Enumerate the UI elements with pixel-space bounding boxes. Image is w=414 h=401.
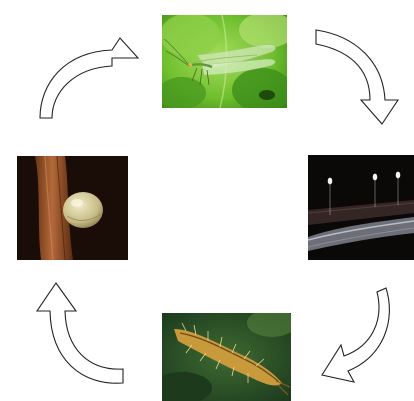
- lacewing-eggs-photo: [308, 155, 414, 260]
- arrow-eggs-to-larva: [322, 288, 389, 382]
- arrow-cocoon-to-adult: [40, 38, 138, 118]
- adult-lacewing-photo: [162, 15, 287, 108]
- lacewing-cocoon-photo: [17, 156, 128, 260]
- lacewing-larva-photo: [162, 313, 291, 401]
- arrow-larva-to-cocoon: [37, 283, 123, 383]
- arrow-adult-to-eggs: [316, 30, 398, 124]
